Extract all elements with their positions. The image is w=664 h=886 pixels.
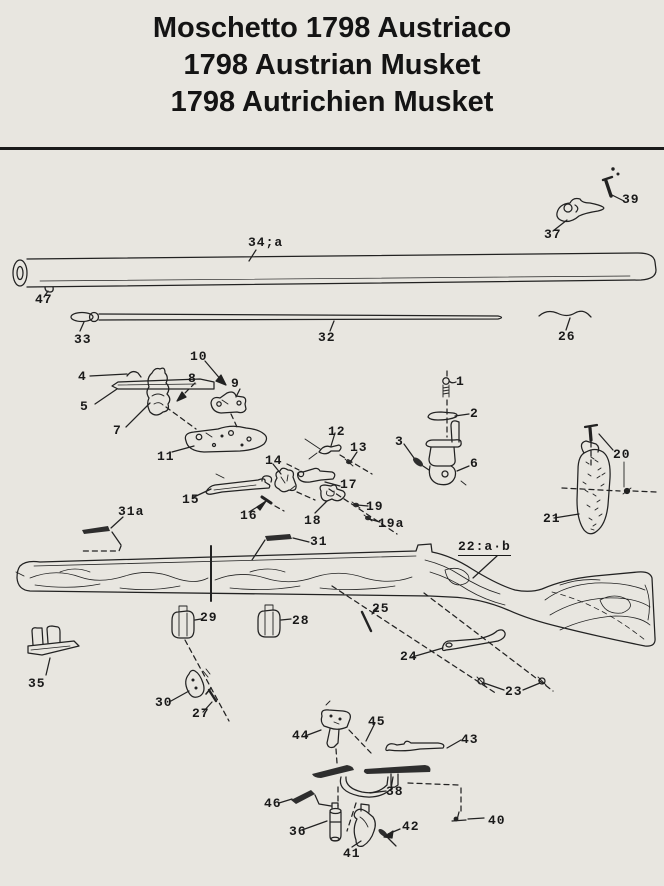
- part-label-36: 36: [289, 824, 307, 839]
- part-label-31a: 31a: [118, 504, 145, 519]
- horizontal-rule: [0, 147, 664, 150]
- part-37-jaw-drawing: [552, 197, 605, 232]
- part-label-44: 44: [292, 728, 310, 743]
- part-label-14: 14: [265, 453, 283, 468]
- part-label-19: 19: [366, 499, 384, 514]
- part-label-21: 21: [543, 511, 561, 526]
- part-label-32: 32: [318, 330, 336, 345]
- part-label-42: 42: [402, 819, 420, 834]
- part-label-18: 18: [304, 513, 322, 528]
- part-label-11: 11: [157, 449, 175, 464]
- part-label-24: 24: [400, 649, 418, 664]
- part-label-1: 1: [456, 374, 465, 389]
- part-label-30: 30: [155, 695, 173, 710]
- part-label-4: 4: [78, 369, 87, 384]
- part-39-screw-drawing: [601, 167, 625, 202]
- part-label-33: 33: [74, 332, 92, 347]
- part-label-7: 7: [113, 423, 122, 438]
- part-label-41: 41: [343, 846, 361, 861]
- part-label-47: 47: [35, 292, 53, 307]
- band-parts-drawing: [170, 604, 292, 722]
- part-label-31: 31: [310, 534, 328, 549]
- part-label-27: 27: [192, 706, 210, 721]
- part-26-spring-drawing: [538, 310, 592, 331]
- part-label-23: 23: [505, 684, 523, 699]
- part-label-9: 9: [231, 376, 240, 391]
- sear-parts-drawing: [193, 432, 398, 535]
- title-french: 1798 Autrichien Musket: [170, 86, 494, 118]
- part-label-19a: 19a: [378, 516, 405, 531]
- part-label-40: 40: [488, 813, 506, 828]
- part-label-8: 8: [188, 371, 197, 386]
- title-italian: Moschetto 1798 Austriaco: [152, 12, 512, 44]
- part-label-38: 38: [386, 784, 404, 799]
- part-label-17: 17: [340, 477, 358, 492]
- title-english: 1798 Austrian Musket: [183, 49, 481, 81]
- ramrod-drawing: [70, 311, 503, 332]
- part-label-13: 13: [350, 440, 368, 455]
- part-label-16: 16: [240, 508, 258, 523]
- part-label-28: 28: [292, 613, 310, 628]
- part-label-45: 45: [368, 714, 386, 729]
- part-label-12: 12: [328, 424, 346, 439]
- buttplate-drawing: [553, 423, 657, 535]
- title-block: Moschetto 1798 Austriaco 1798 Austrian M…: [0, 10, 664, 121]
- part-label-2: 2: [470, 406, 479, 421]
- part-label-22ab: 22:a·b: [458, 539, 511, 556]
- part-label-29: 29: [200, 610, 218, 625]
- guard-parts-drawing: [278, 700, 485, 848]
- part-label-35: 35: [28, 676, 46, 691]
- part-label-43: 43: [461, 732, 479, 747]
- part-label-39: 39: [622, 192, 640, 207]
- part-label-46: 46: [264, 796, 282, 811]
- part-label-20: 20: [613, 447, 631, 462]
- part-label-10: 10: [190, 349, 208, 364]
- part-label-6: 6: [470, 456, 479, 471]
- barrel-drawing: [12, 249, 657, 298]
- lock-parts-drawing: [89, 360, 268, 453]
- part-label-25: 25: [372, 601, 390, 616]
- part-label-15: 15: [182, 492, 200, 507]
- part-label-3: 3: [395, 434, 404, 449]
- part-label-26: 26: [558, 329, 576, 344]
- part-label-34a: 34;a: [248, 235, 284, 250]
- part-label-37: 37: [544, 227, 562, 242]
- sling-parts-drawing: [411, 629, 547, 691]
- part-label-5: 5: [80, 399, 89, 414]
- stock-drawing: [15, 516, 656, 695]
- trigger-parts-drawing: [403, 370, 470, 486]
- part-35-lug-drawing: [27, 625, 80, 676]
